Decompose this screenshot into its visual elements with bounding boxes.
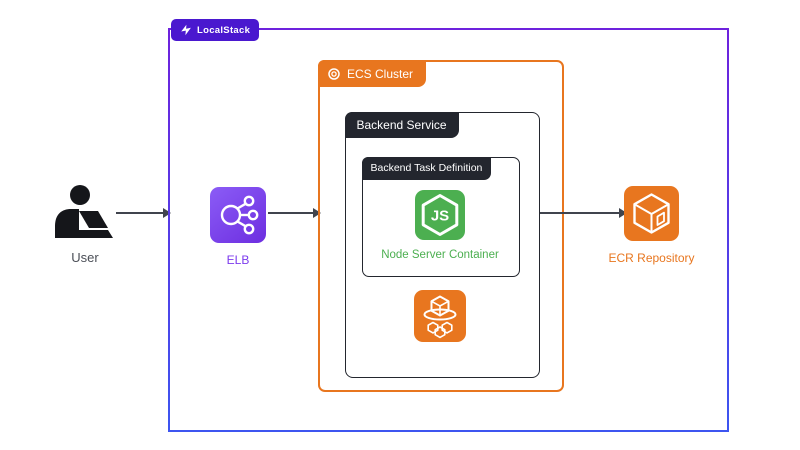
arrow-user-to-localstack [116,208,171,218]
nodejs-js-text: JS [431,208,449,225]
ecs-cluster-label: ECS Cluster [347,66,414,81]
nodejs-icon: JS [415,190,465,240]
localstack-tab: LocalStack [171,19,260,41]
arrow-backend-to-ecr [540,208,627,218]
ecs-service-glyph-icon [423,295,457,339]
ecr-cube-icon [633,193,670,234]
ecs-service-icon [414,290,466,342]
nodejs-hexagon-icon: JS [421,194,459,236]
backend-task-definition-label: Backend Task Definition [370,162,483,174]
ecs-cluster-tab: ECS Cluster [318,60,427,87]
backend-task-definition-tab: Backend Task Definition [361,156,492,180]
elb-glyph-icon [220,195,259,235]
ecs-cluster-icon [328,67,340,80]
ecr-repository-label: ECR Repository [608,251,695,265]
localstack-logo-icon [181,24,191,36]
localstack-label: LocalStack [197,24,251,36]
arrow-elb-to-ecs-cluster [268,208,321,218]
ecr-icon [624,186,679,241]
node-server-container-label: Node Server Container [381,249,499,261]
user-icon [55,185,113,238]
backend-service-label: Backend Service [356,117,447,132]
backend-service-tab: Backend Service [344,111,459,138]
elb-label: ELB [226,253,250,267]
elb-icon [210,187,266,243]
user-label: User [71,250,99,265]
ecs-cluster-box: ECS Cluster [318,60,564,392]
